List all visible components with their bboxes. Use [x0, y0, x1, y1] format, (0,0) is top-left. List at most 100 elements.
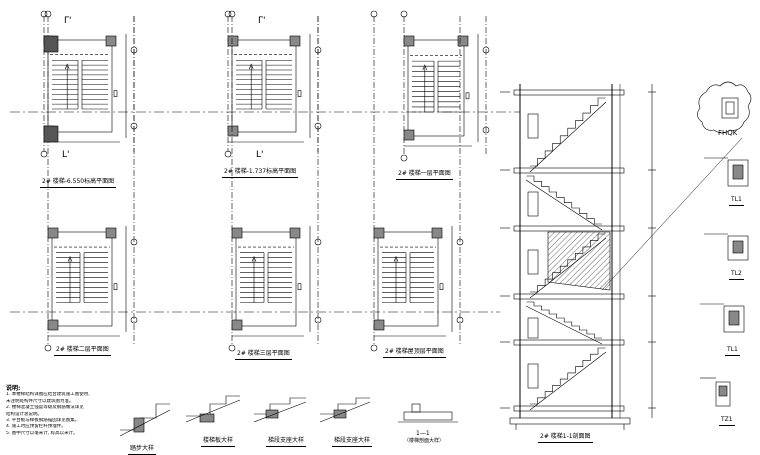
door-opening: [527, 249, 539, 275]
axis-bubble: [482, 126, 490, 134]
axis-bubble: [224, 10, 232, 18]
stair-flight: [530, 347, 606, 405]
axis-bubble: [370, 10, 378, 18]
door-opening: [527, 363, 539, 389]
floor-slab: [513, 89, 625, 96]
stair-flight: [526, 175, 602, 225]
column: [43, 35, 59, 53]
plan-label-1: 2# 楼梯-6.550标高平面图: [40, 178, 117, 188]
axis-bubble: [482, 46, 490, 54]
detail-label-slab: 楼梯板大样: [201, 437, 236, 447]
door-mark: [297, 90, 302, 97]
notes-line: 5. 图中尺寸以毫米计, 标高以米计。: [6, 430, 78, 436]
beam-label-tz1: TZ1: [719, 416, 735, 426]
floor-slab: [513, 339, 625, 346]
floor-slab: [513, 405, 625, 412]
plan-label-6: 2# 楼梯屋顶层平面图: [383, 348, 446, 358]
stair-wall: [231, 39, 297, 133]
column: [227, 125, 239, 137]
column: [43, 125, 59, 143]
beam-section: [727, 159, 749, 187]
column: [47, 319, 59, 331]
hatched-flight: [547, 231, 611, 291]
column: [105, 227, 117, 239]
section-mark-3: L': [62, 150, 70, 160]
flight-slab: [525, 179, 603, 231]
general-notes: 说明: 1. 本楼梯结构详图应结合建筑施工图使用, 未注明处构件尺寸以建筑图为准…: [6, 385, 118, 437]
rebar-block: [732, 240, 744, 254]
small-details: [119, 395, 458, 437]
rebar-block: [728, 310, 740, 326]
axis-bubble: [40, 150, 48, 158]
column-section: [715, 381, 731, 407]
axis-bubble: [44, 344, 52, 352]
stair-plan-3: [400, 10, 490, 162]
flight-slab: [525, 305, 603, 345]
notes-line: 3. 平台板与梯板钢筋锚固详见图集。: [6, 418, 80, 424]
axis-bubble: [44, 10, 52, 18]
door-opening: [527, 113, 539, 139]
stair-wall: [235, 231, 297, 327]
detail-cloud: [697, 81, 752, 134]
column: [373, 319, 385, 331]
floor-slab: [513, 167, 625, 174]
axis-bubble: [314, 238, 322, 246]
detail-label-1-1: 1—1: [416, 430, 430, 437]
axis-bubble: [130, 238, 138, 246]
section-mark-2: Γ': [258, 16, 266, 26]
plan-label-3: 2# 楼梯一层平面图: [396, 170, 453, 180]
slab-section: [403, 411, 453, 421]
door-mark: [113, 90, 118, 97]
stair-wall: [51, 231, 113, 327]
stair-plan-6: [370, 10, 464, 352]
stair-flight: [530, 97, 606, 167]
section-mark-1: Γ': [64, 16, 72, 26]
column: [289, 35, 301, 47]
slab-profile: [186, 395, 240, 417]
stair-wall: [377, 231, 439, 327]
column: [403, 129, 415, 141]
door-mark: [465, 92, 470, 100]
section-mark-4: L': [256, 150, 264, 160]
beam-section: [727, 235, 749, 261]
door-mark: [113, 283, 118, 291]
beam-details: [697, 81, 752, 407]
detail-callout-label: FHQK: [718, 129, 738, 137]
column: [231, 319, 243, 331]
column: [403, 35, 415, 47]
beam-label-tl2: TL2: [729, 270, 744, 280]
notes-line: 2. 楼梯混凝土强度等级及钢筋做法详见: [6, 405, 84, 411]
column: [227, 35, 239, 47]
plan-label-5: 2# 楼梯三层平面图: [235, 350, 292, 360]
slab-block: [199, 413, 215, 423]
stair-wall: [47, 39, 113, 133]
column: [431, 227, 443, 239]
beam-core: [725, 101, 735, 115]
section-label: 2# 楼梯1-1剖面图: [538, 433, 593, 443]
axis-bubble: [40, 10, 48, 18]
notes-line: 4. 施工时应预留栏杆预埋件。: [6, 424, 66, 430]
rebar-block: [718, 385, 728, 397]
foundation: [509, 417, 631, 425]
detail-sublabel-1-1: （楼梯剖面大样）: [404, 438, 445, 444]
beam-section: [723, 305, 745, 333]
detail-label-tread: 踏步大样: [128, 445, 157, 455]
axis-bubble: [400, 10, 408, 18]
stair-plans: [10, 10, 520, 352]
tread-block: [133, 417, 145, 433]
column: [47, 227, 59, 239]
notes-line: 1. 本楼梯结构详图应结合建筑施工图使用,: [6, 392, 90, 398]
column: [231, 227, 243, 239]
column: [289, 227, 301, 239]
upstand: [411, 403, 421, 413]
beam-section: [721, 97, 739, 119]
notes-line: 未注明处构件尺寸以建筑图为准。: [6, 398, 74, 404]
detail-label-support-2: 梯段支座大样: [332, 437, 373, 447]
axis-bubble: [456, 238, 464, 246]
axis-bubble: [314, 316, 322, 324]
axis-bubble: [224, 150, 232, 158]
plan-label-4: 2# 楼梯二层平面图: [54, 346, 111, 356]
column: [105, 35, 117, 47]
notes-title: 说明:: [6, 385, 21, 392]
